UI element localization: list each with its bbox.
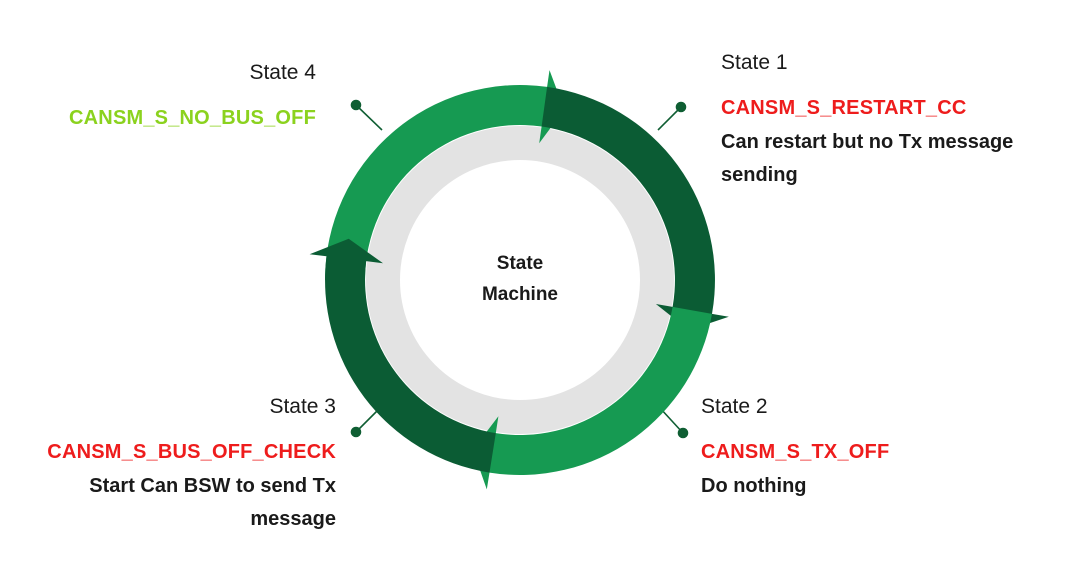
state3-title: State 3: [269, 395, 336, 418]
arrow-segment-state2-to-state3: [472, 306, 712, 490]
arrow-segment-state1-to-state2: [541, 86, 729, 331]
inner-ring: [366, 126, 674, 434]
center-label: State Machine: [440, 248, 600, 310]
cycle-arrows: [309, 70, 729, 490]
state4-code: CANSM_S_NO_BUS_OFF: [69, 107, 316, 129]
connector-state4: [355, 104, 383, 131]
state3-code: CANSM_S_BUS_OFF_CHECK: [47, 441, 336, 463]
state2-description: Do nothing: [701, 470, 807, 503]
center-label-line2: Machine: [481, 284, 559, 305]
connector-dot-state1: [675, 101, 687, 113]
connector-dot-state4: [350, 99, 362, 111]
state2-code: CANSM_S_TX_OFF: [701, 441, 890, 463]
state1-title: State 1: [721, 51, 788, 74]
state1-description-line1: Can restart but no Tx message: [721, 131, 1014, 153]
arrow-segment-state4-to-state1: [325, 70, 565, 280]
state3-description-line1: Start Can BSW to send Tx: [89, 475, 336, 497]
state2-title: State 2: [701, 395, 768, 418]
state3-description: Start Can BSW to send Tx message: [16, 470, 336, 536]
connector-dot-state2: [677, 427, 689, 439]
connectors: [350, 99, 689, 439]
state1-code: CANSM_S_RESTART_CC: [721, 97, 967, 119]
arrow-segment-state3-to-state4: [309, 238, 496, 473]
connector-state3: [355, 408, 380, 433]
state1-description: Can restart but no Tx message sending: [721, 126, 1013, 192]
state1-description-line2: sending: [721, 164, 798, 186]
connector-state2: [659, 407, 684, 434]
state2-description-line1: Do nothing: [701, 475, 807, 497]
connector-state1: [657, 106, 682, 131]
connector-dot-state3: [350, 426, 362, 438]
state4-title: State 4: [249, 61, 316, 84]
state3-description-line2: message: [250, 508, 336, 530]
center-label-line1: State: [496, 253, 544, 274]
